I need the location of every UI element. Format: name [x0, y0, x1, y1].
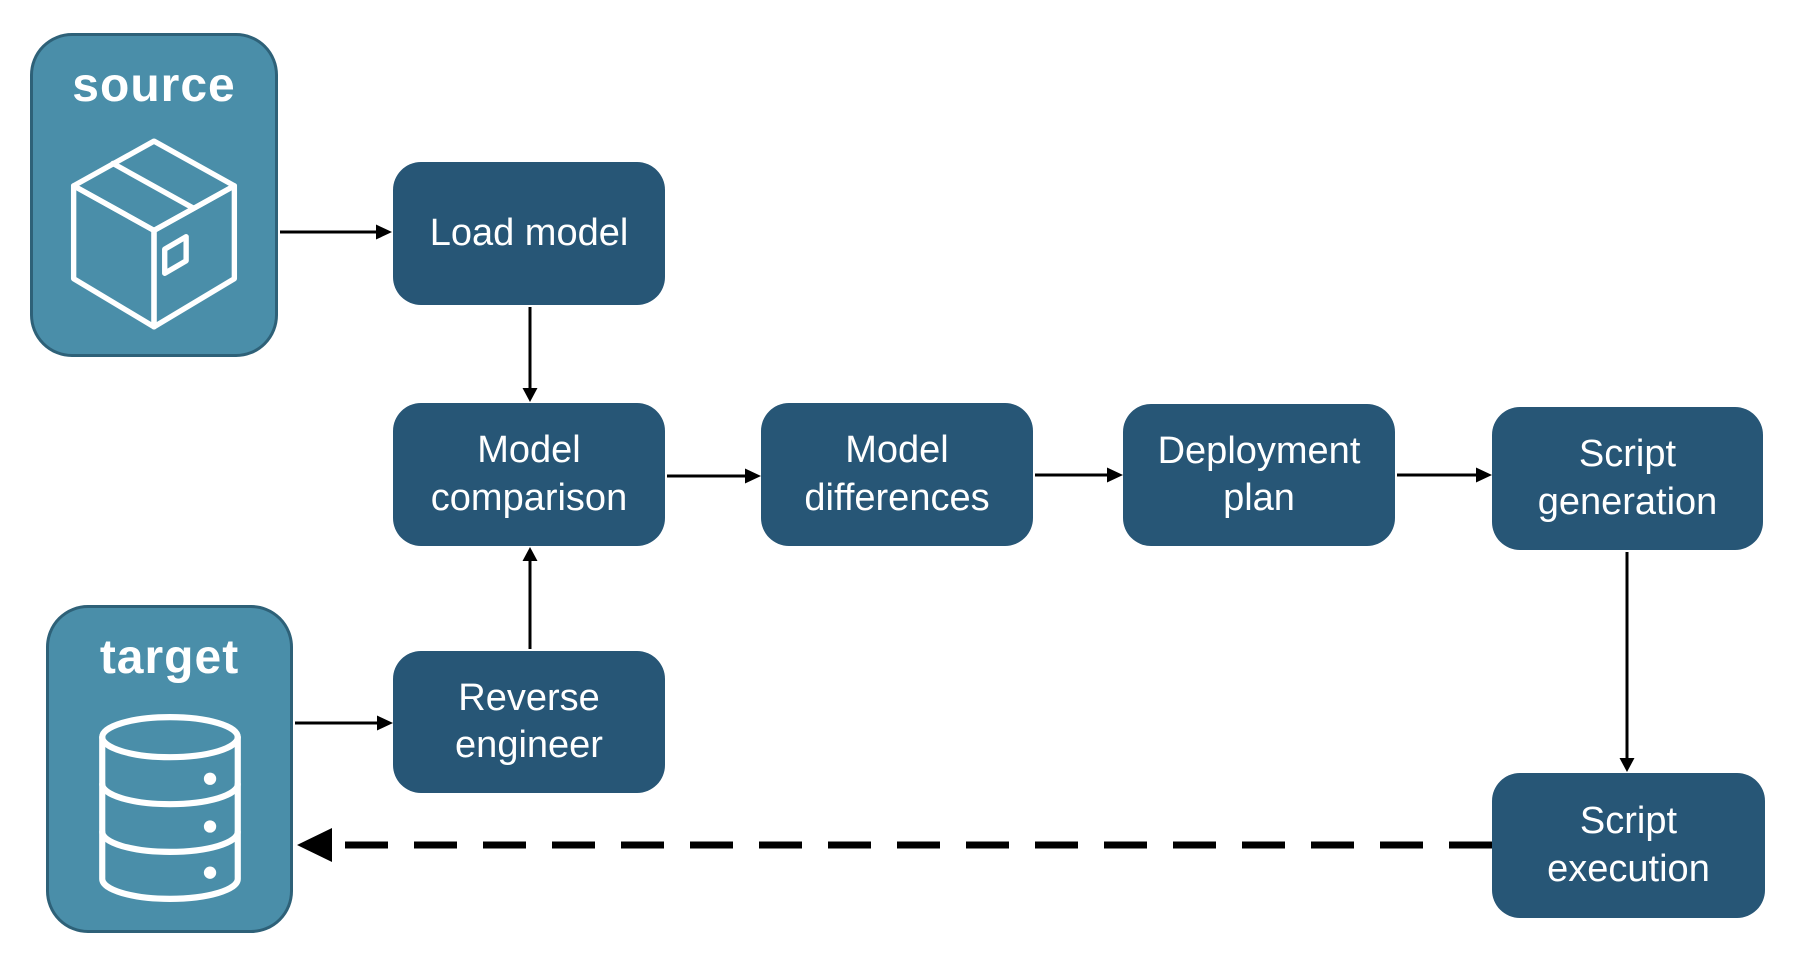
edge-model-differences-to-deployment-plan [1035, 467, 1123, 483]
node-model-comparison-label: Model comparison [430, 429, 628, 519]
edge-target-to-reverse-engineer [295, 715, 393, 731]
source-container: source [30, 33, 278, 357]
node-reverse-engineer-label: Reverse engineer [455, 676, 603, 767]
arrowhead-right-icon [377, 715, 393, 731]
node-model-differences-label: Model differences [804, 429, 990, 519]
source-label: source [72, 59, 236, 112]
edge-source-to-load-model [280, 224, 392, 240]
arrowhead-down-icon [1619, 758, 1635, 772]
arrowhead-right-icon [1107, 467, 1123, 483]
edge-script-execution-to-target-dashed [297, 828, 1492, 862]
node-deployment-plan-label: Deployment plan [1157, 429, 1361, 520]
arrowhead-right-icon [376, 224, 392, 240]
target-container: target [46, 605, 293, 933]
node-deployment-plan: Deployment plan [1123, 404, 1395, 546]
node-load-model-label: Load model [429, 211, 629, 254]
node-script-generation-label: Script generation [1537, 433, 1718, 523]
node-script-generation: Script generation [1492, 407, 1763, 550]
node-load-model: Load model [393, 162, 665, 305]
arrowhead-right-icon [1476, 467, 1492, 483]
node-script-execution: Script execution [1492, 773, 1765, 918]
arrowhead-down-icon [522, 388, 538, 402]
edge-deployment-plan-to-script-generation [1397, 467, 1492, 483]
edge-model-comparison-to-model-differences [667, 468, 761, 484]
arrowhead-left-icon [297, 828, 332, 862]
target-label: target [99, 631, 240, 684]
database-icon [93, 685, 247, 930]
node-reverse-engineer: Reverse engineer [393, 651, 665, 793]
edge-load-model-to-model-comparison [522, 307, 538, 402]
node-model-differences: Model differences [761, 403, 1033, 546]
package-icon [61, 113, 247, 354]
edge-script-generation-to-script-execution [1619, 552, 1635, 772]
node-script-execution-label: Script execution [1547, 800, 1710, 890]
arrowhead-right-icon [745, 468, 761, 484]
edge-reverse-engineer-to-model-comparison [522, 547, 538, 649]
node-model-comparison: Model comparison [393, 403, 665, 546]
arrowhead-up-icon [522, 547, 538, 561]
